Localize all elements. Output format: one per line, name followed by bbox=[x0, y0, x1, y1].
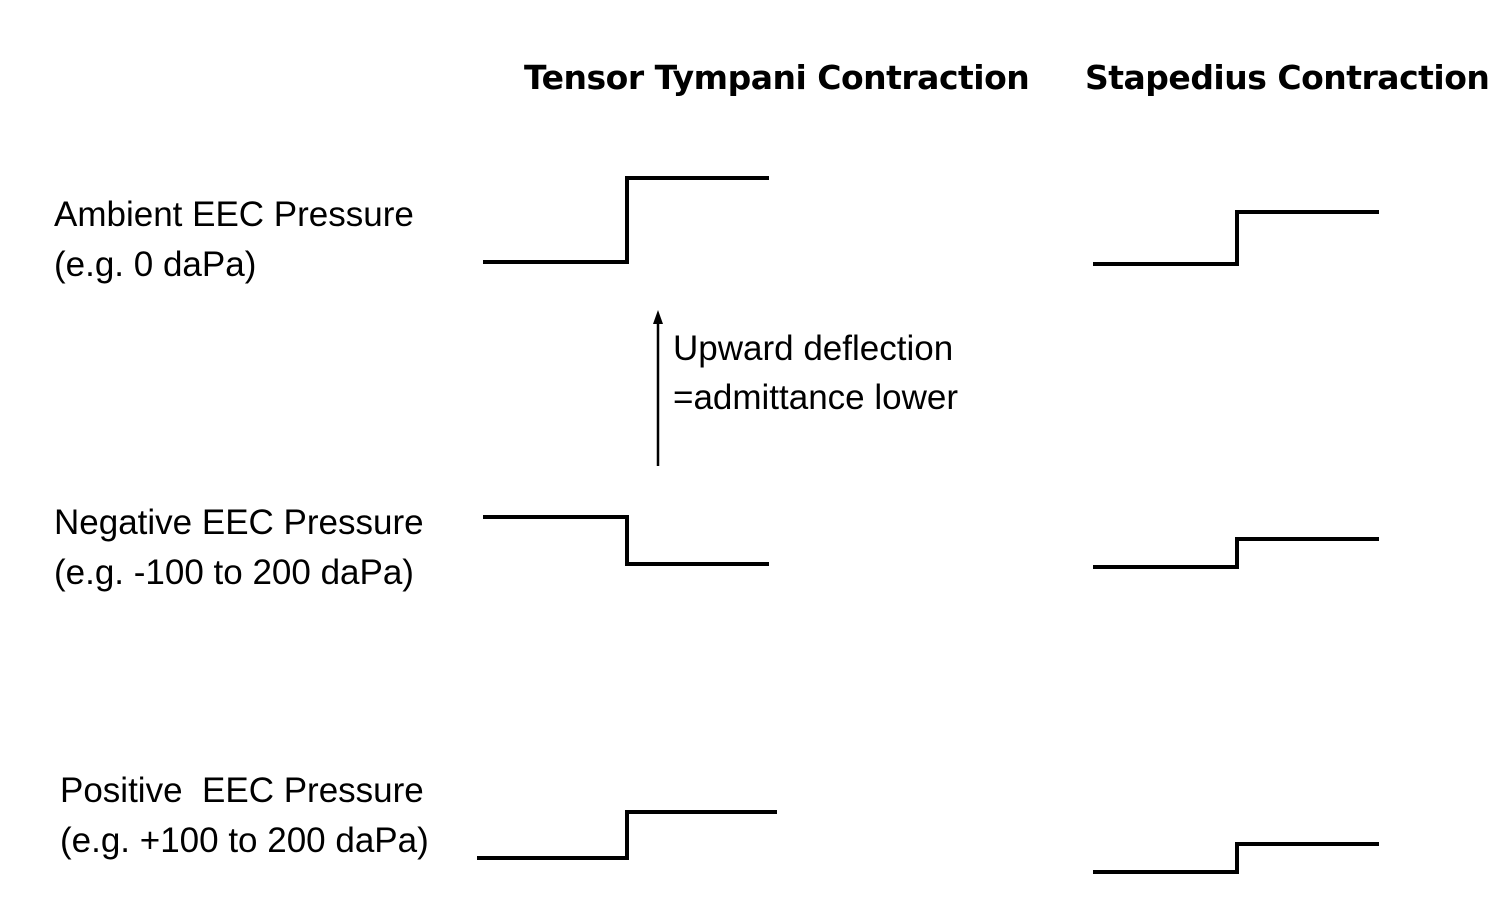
row-label-positive-title: Positive EEC Pressure bbox=[60, 771, 424, 810]
trace-tensor-negative bbox=[483, 515, 769, 566]
row-label-ambient: Ambient EEC Pressure (e.g. 0 daPa) bbox=[54, 190, 414, 290]
upward-arrow-icon bbox=[653, 310, 663, 466]
row-label-negative: Negative EEC Pressure (e.g. -100 to 200 … bbox=[54, 498, 424, 598]
annotation-line-2: =admittance lower bbox=[673, 378, 959, 417]
row-label-ambient-title: Ambient EEC Pressure bbox=[54, 195, 414, 234]
row-label-positive-example: (e.g. +100 to 200 daPa) bbox=[60, 821, 429, 860]
trace-tensor-positive bbox=[477, 810, 777, 860]
trace-stapedius-ambient bbox=[1093, 210, 1379, 266]
trace-stapedius-negative bbox=[1093, 537, 1379, 569]
column-header-stapedius: Stapedius Contraction bbox=[1085, 58, 1490, 97]
row-label-ambient-example: (e.g. 0 daPa) bbox=[54, 245, 257, 284]
annotation-line-1: Upward deflection bbox=[673, 329, 954, 368]
trace-stapedius-positive bbox=[1093, 842, 1379, 874]
column-header-tensor-tympani: Tensor Tympani Contraction bbox=[524, 58, 1030, 97]
row-label-negative-title: Negative EEC Pressure bbox=[54, 503, 424, 542]
deflection-annotation: Upward deflection =admittance lower bbox=[673, 324, 958, 422]
trace-tensor-ambient bbox=[483, 176, 769, 264]
row-label-positive: Positive EEC Pressure (e.g. +100 to 200 … bbox=[60, 766, 429, 866]
row-label-negative-example: (e.g. -100 to 200 daPa) bbox=[54, 553, 414, 592]
